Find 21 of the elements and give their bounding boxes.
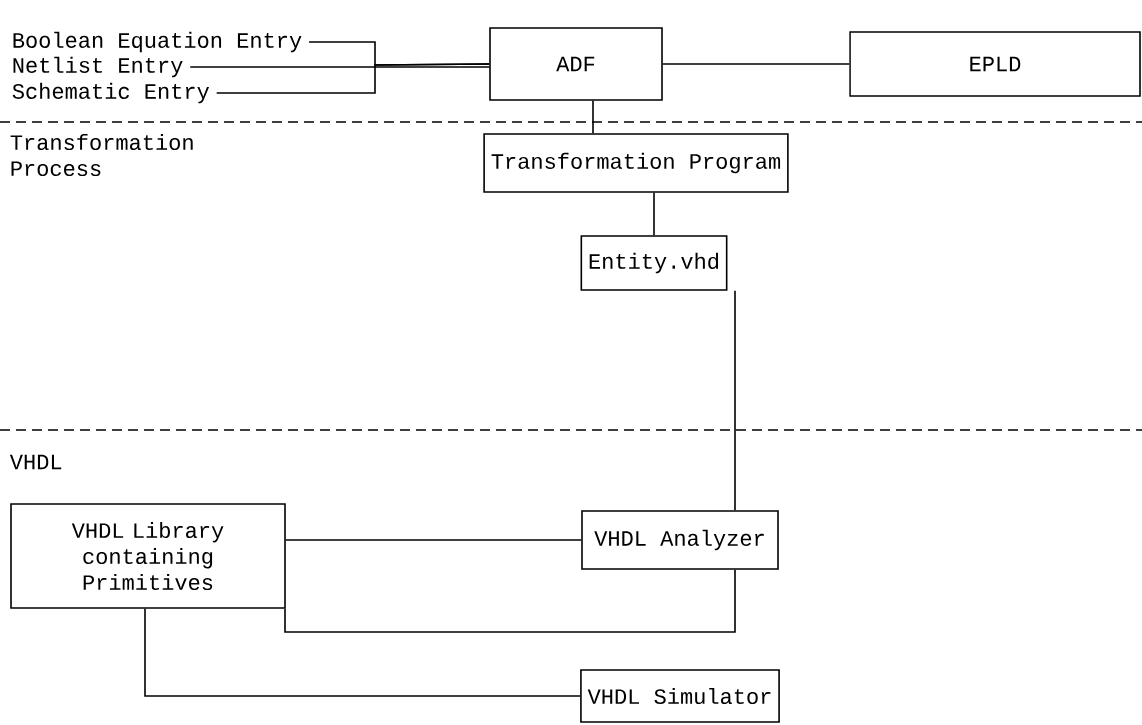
- connector-line: [284, 569, 736, 633]
- connector-line: [662, 63, 850, 65]
- process-box: VHDL Analyzer: [581, 510, 779, 570]
- entry-label: Boolean Equation Entry: [13, 31, 302, 53]
- section-label: Transformation Process: [10, 133, 193, 177]
- connector-line: [144, 608, 581, 697]
- connector-line: [285, 539, 582, 541]
- process-box: Transformation Program: [483, 133, 789, 193]
- process-box: ADF: [489, 27, 663, 101]
- connector-line: [734, 290, 736, 511]
- process-box: EPLD: [849, 31, 1141, 97]
- connector-line: [189, 66, 490, 68]
- process-box: VHDL Library containing Primitives: [10, 503, 286, 609]
- entry-label: Schematic Entry: [12, 82, 210, 104]
- entry-label: Netlist Entry: [13, 56, 183, 78]
- section-label: VHDL: [9, 454, 62, 470]
- connector-line: [592, 100, 594, 134]
- process-box: VHDL Simulator: [580, 669, 780, 723]
- connector-line: [653, 192, 655, 236]
- connector-line: [215, 63, 490, 94]
- process-box: Entity.vhd: [580, 235, 728, 291]
